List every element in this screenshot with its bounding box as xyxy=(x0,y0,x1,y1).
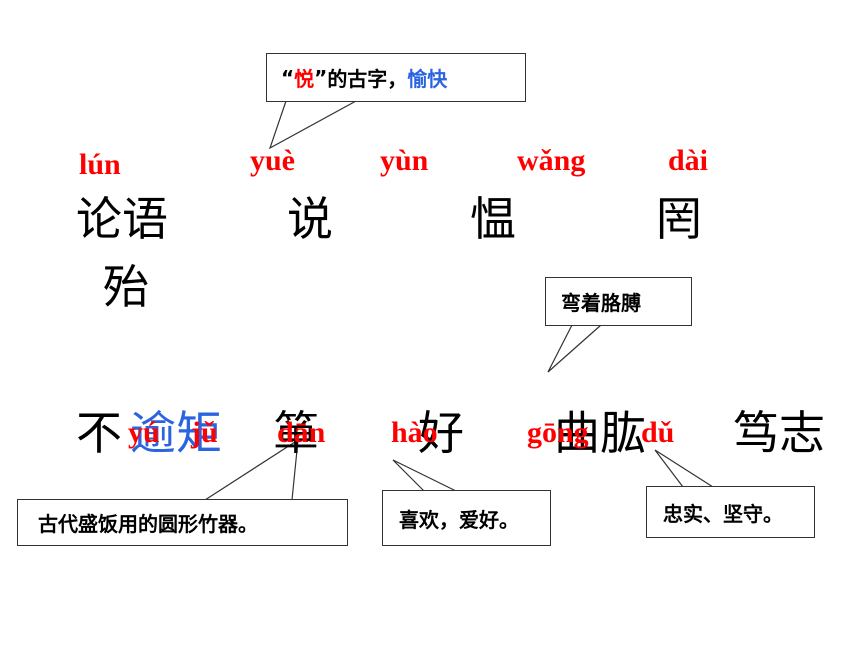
callout-du-meaning: 忠实、坚守。 xyxy=(646,486,815,538)
char-yun: 愠 xyxy=(470,192,516,246)
close-quote: ” xyxy=(314,65,328,90)
pinyin-lun: lún xyxy=(79,148,121,181)
du-meaning-text: 忠实、坚守。 xyxy=(663,501,783,526)
char-dai: 殆 xyxy=(103,260,149,314)
pinyin-dan: dān xyxy=(277,416,326,449)
pinyin-du: dǔ xyxy=(641,416,675,449)
pinyin-hao: hào xyxy=(391,416,438,449)
callout-mid-text: 的古字， xyxy=(327,67,408,91)
char-bu: 不 xyxy=(76,406,122,460)
pinyin-yu: yú xyxy=(128,416,160,449)
char-yue: 说 xyxy=(287,192,333,246)
pinyin-yue: yuè xyxy=(250,144,295,177)
callout-yue-meaning: “ 悦 ” 的古字， 愉快 xyxy=(266,53,526,102)
yue-ancient-char: 悦 xyxy=(294,67,315,91)
dan-meaning-text: 古代盛饭用的圆形竹器。 xyxy=(38,512,258,536)
char-hao: 好 xyxy=(418,406,464,460)
char-wang: 罔 xyxy=(656,192,702,246)
hao-meaning-text: 喜欢，爱好。 xyxy=(399,507,519,532)
elbow-text: 弯着胳膊 xyxy=(561,291,641,315)
callout-elbow: 弯着胳膊 xyxy=(545,277,692,326)
pinyin-yun: yùn xyxy=(380,144,429,177)
char-dan: 箪 xyxy=(273,406,319,460)
open-quote: “ xyxy=(281,65,295,90)
pinyin-wang: wǎng xyxy=(517,144,586,177)
char-lunyu: 论语 xyxy=(76,192,168,246)
pinyin-gong: gōng xyxy=(527,416,589,449)
char-duzhi: 笃志 xyxy=(733,406,825,460)
yue-meaning: 愉快 xyxy=(407,67,448,91)
pinyin-dai: dài xyxy=(668,144,709,177)
char-qugong: 曲肱 xyxy=(554,406,646,460)
char-yuju: 逾矩 xyxy=(130,406,222,460)
callout-hao-meaning: 喜欢，爱好。 xyxy=(382,490,551,546)
pinyin-ju: jǔ xyxy=(191,416,218,449)
callout-dan-meaning: 古代盛饭用的圆形竹器。 xyxy=(17,499,348,546)
